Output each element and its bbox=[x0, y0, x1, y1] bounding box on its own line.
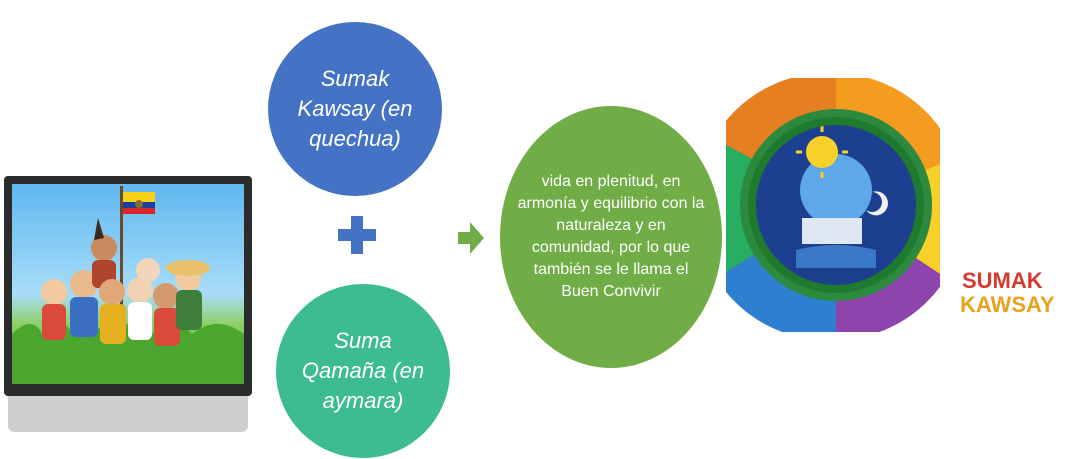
suma-qamana-label: Suma Qamaña (en aymara) bbox=[301, 328, 425, 413]
sumak-kawsay-circle: Sumak Kawsay (en quechua) bbox=[268, 22, 442, 196]
sumak-kawsay-logo: SUMAK KAWSAY bbox=[960, 268, 1055, 317]
sumak-kawsay-label: Sumak Kawsay (en quechua) bbox=[297, 66, 413, 151]
monitor-frame bbox=[4, 176, 252, 396]
buen-convivir-circle: vida en plenitud, en armonía y equilibri… bbox=[500, 106, 722, 368]
plus-icon bbox=[338, 216, 376, 254]
monitor-illustration bbox=[4, 176, 252, 432]
children-illustration bbox=[12, 186, 244, 384]
suma-qamana-circle: Suma Qamaña (en aymara) bbox=[276, 284, 450, 458]
arrow-right-icon bbox=[458, 222, 484, 254]
mandala-illustration bbox=[726, 78, 940, 332]
monitor-stand bbox=[8, 394, 248, 432]
monitor-screen bbox=[12, 184, 244, 384]
buen-convivir-text: vida en plenitud, en armonía y equilibri… bbox=[517, 173, 705, 300]
svg-text:KAWSAY: KAWSAY bbox=[960, 292, 1055, 317]
svg-text:SUMAK: SUMAK bbox=[962, 268, 1043, 293]
